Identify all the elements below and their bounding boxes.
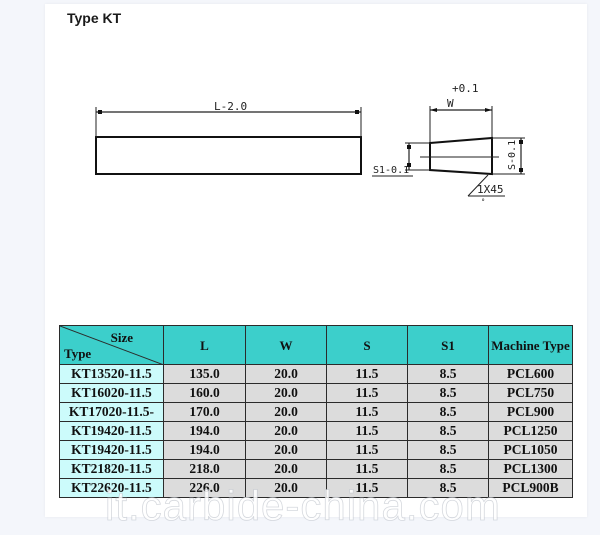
l-cell: 160.0	[163, 383, 246, 403]
header-corner-cell: Size Type	[59, 325, 164, 365]
chamfer-label: 1X45	[477, 183, 504, 196]
header-machine-type: Machine Type	[488, 325, 573, 365]
table-header-row: Size Type L W S S1 Machine Type	[59, 325, 573, 365]
header-l: L	[163, 325, 246, 365]
machine-cell: PCL1250	[488, 421, 573, 441]
w-cell: 20.0	[245, 383, 327, 403]
l-cell: 135.0	[163, 364, 246, 384]
table-row: KT16020-11.5 160.0 20.0 11.5 8.5 PCL750	[59, 383, 573, 403]
s1-cell: 8.5	[407, 421, 489, 441]
s-cell: 11.5	[326, 402, 408, 422]
s-cell: 11.5	[326, 459, 408, 479]
machine-cell: PCL1050	[488, 440, 573, 460]
type-cell: KT13520-11.5	[59, 364, 164, 384]
l-cell: 226.0	[163, 478, 246, 498]
specification-table: Size Type L W S S1 Machine Type KT13520-…	[59, 325, 573, 498]
type-cell: KT21820-11.5	[59, 459, 164, 479]
w-cell: 20.0	[245, 440, 327, 460]
machine-cell: PCL1300	[488, 459, 573, 479]
s1-cell: 8.5	[407, 383, 489, 403]
chamfer-degree-mark: °	[481, 198, 485, 206]
table-row: KT19420-11.5 194.0 20.0 11.5 8.5 PCL1050	[59, 440, 573, 460]
table-row: KT13520-11.5 135.0 20.0 11.5 8.5 PCL600	[59, 364, 573, 384]
machine-cell: PCL750	[488, 383, 573, 403]
s-cell: 11.5	[326, 383, 408, 403]
w-cell: 20.0	[245, 459, 327, 479]
page-title: Type KT	[67, 10, 122, 26]
s1-cell: 8.5	[407, 440, 489, 460]
side-view-drawing: L-2.0	[95, 100, 362, 175]
type-cell: KT22620-11.5	[59, 478, 164, 498]
end-view-drawing: +0.1 W S-0.1 S1-0.1 1X45 °	[372, 82, 525, 206]
machine-cell: PCL600	[488, 364, 573, 384]
diagonal-divider	[60, 326, 164, 365]
s1-cell: 8.5	[407, 478, 489, 498]
tolerance-label: +0.1	[452, 82, 479, 95]
w-cell: 20.0	[245, 364, 327, 384]
table-row: KT17020-11.5- 170.0 20.0 11.5 8.5 PCL900	[59, 402, 573, 422]
header-s1: S1	[407, 325, 489, 365]
type-cell: KT16020-11.5	[59, 383, 164, 403]
table-row: KT21820-11.5 218.0 20.0 11.5 8.5 PCL1300	[59, 459, 573, 479]
width-dimension-label: W	[447, 97, 454, 110]
s-cell: 11.5	[326, 364, 408, 384]
technical-drawing: L-2.0 +0.1 W S-0.1 S1-0.1 1X45	[95, 82, 525, 206]
length-dimension-label: L-2.0	[214, 100, 247, 113]
type-cell: KT17020-11.5-	[59, 402, 164, 422]
type-cell: KT19420-11.5	[59, 421, 164, 441]
w-cell: 20.0	[245, 402, 327, 422]
machine-cell: PCL900	[488, 402, 573, 422]
header-s: S	[326, 325, 408, 365]
w-cell: 20.0	[245, 478, 327, 498]
type-cell: KT19420-11.5	[59, 440, 164, 460]
s1-cell: 8.5	[407, 459, 489, 479]
header-w: W	[245, 325, 327, 365]
s-cell: 11.5	[326, 421, 408, 441]
table-row: KT19420-11.5 194.0 20.0 11.5 8.5 PCL1250	[59, 421, 573, 441]
l-cell: 194.0	[163, 440, 246, 460]
header-type-label: Type	[64, 346, 92, 361]
header-size-label: Size	[110, 330, 133, 345]
s-cell: 11.5	[326, 440, 408, 460]
l-cell: 170.0	[163, 402, 246, 422]
machine-cell: PCL900B	[488, 478, 573, 498]
watermark: it.carbide-china.com	[105, 482, 501, 530]
l-cell: 194.0	[163, 421, 246, 441]
s1-dimension-label: S1-0.1	[373, 165, 409, 176]
s-cell: 11.5	[326, 478, 408, 498]
s-dimension-label: S-0.1	[507, 140, 518, 170]
s1-cell: 8.5	[407, 364, 489, 384]
s1-cell: 8.5	[407, 402, 489, 422]
l-cell: 218.0	[163, 459, 246, 479]
table-row: KT22620-11.5 226.0 20.0 11.5 8.5 PCL900B	[59, 478, 573, 498]
w-cell: 20.0	[245, 421, 327, 441]
